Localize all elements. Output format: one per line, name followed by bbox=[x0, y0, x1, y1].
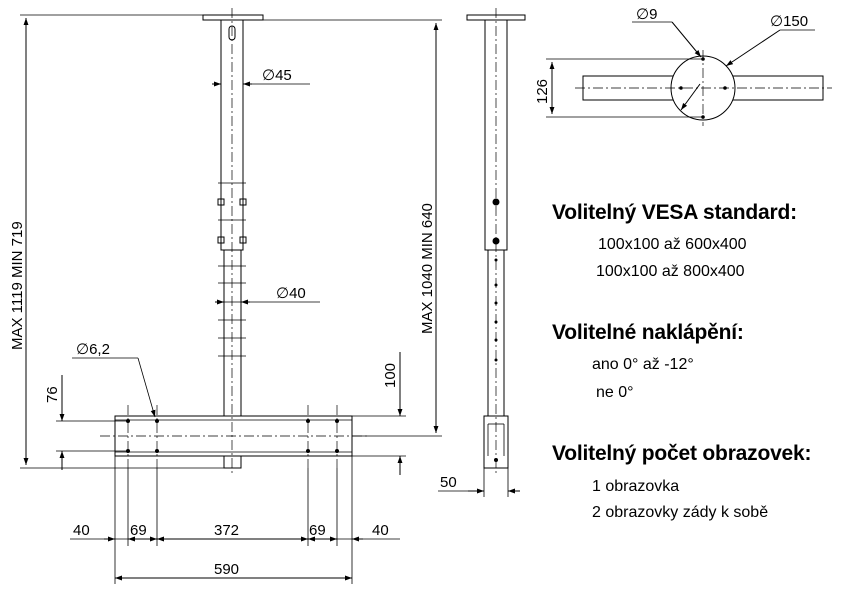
dim-d6-2: ∅6,2 bbox=[76, 341, 110, 358]
dim-590: 590 bbox=[214, 561, 239, 578]
dim-d9: ∅9 bbox=[636, 6, 657, 23]
front-view: ∅45 ∅40 ∅6,2 MAX 1119 MIN 719 MAX 1040 M… bbox=[9, 8, 442, 584]
side-bracket bbox=[483, 415, 509, 469]
dim-max-1119: MAX 1119 MIN 719 bbox=[9, 221, 26, 350]
dim-max-1040: MAX 1040 MIN 640 bbox=[419, 203, 436, 334]
vesa-option-1: 100x100 až 600x400 bbox=[598, 236, 747, 253]
dim-50: 50 bbox=[440, 474, 457, 491]
dim-126: 126 bbox=[534, 79, 551, 104]
dim-69-right: 69 bbox=[309, 522, 326, 539]
tube-cap bbox=[223, 455, 242, 469]
clamp-upper bbox=[217, 198, 247, 206]
ceiling-plate bbox=[202, 14, 264, 21]
tilt-option-2: ne 0° bbox=[596, 384, 634, 401]
dim-40-left: 40 bbox=[73, 522, 90, 539]
mounting-holes bbox=[126, 419, 339, 453]
dim-372: 372 bbox=[214, 522, 239, 539]
tilt-option-1: ano 0° až -12° bbox=[592, 356, 694, 373]
top-view: ∅150 ∅9 126 bbox=[534, 6, 832, 126]
dim-100: 100 bbox=[382, 363, 399, 388]
dim-d45: ∅45 bbox=[262, 67, 292, 84]
vesa-option-2: 100x100 až 800x400 bbox=[596, 263, 745, 280]
dim-76: 76 bbox=[44, 386, 61, 403]
screens-option-2: 2 obrazovky zády k sobě bbox=[592, 504, 769, 521]
lower-tube bbox=[223, 249, 242, 417]
screens-option-1: 1 obrazovka bbox=[592, 478, 680, 495]
dim-d150: ∅150 bbox=[770, 13, 808, 30]
side-view: 50 bbox=[438, 8, 526, 497]
dim-d40: ∅40 bbox=[276, 285, 306, 302]
dim-40-right: 40 bbox=[372, 522, 389, 539]
vesa-title: Volitelný VESA standard: bbox=[552, 201, 797, 224]
tilt-title: Volitelné naklápění: bbox=[552, 321, 744, 344]
clamp-lower bbox=[217, 236, 247, 244]
dim-69-left: 69 bbox=[130, 522, 147, 539]
screens-title: Volitelný počet obrazovek: bbox=[552, 442, 812, 465]
